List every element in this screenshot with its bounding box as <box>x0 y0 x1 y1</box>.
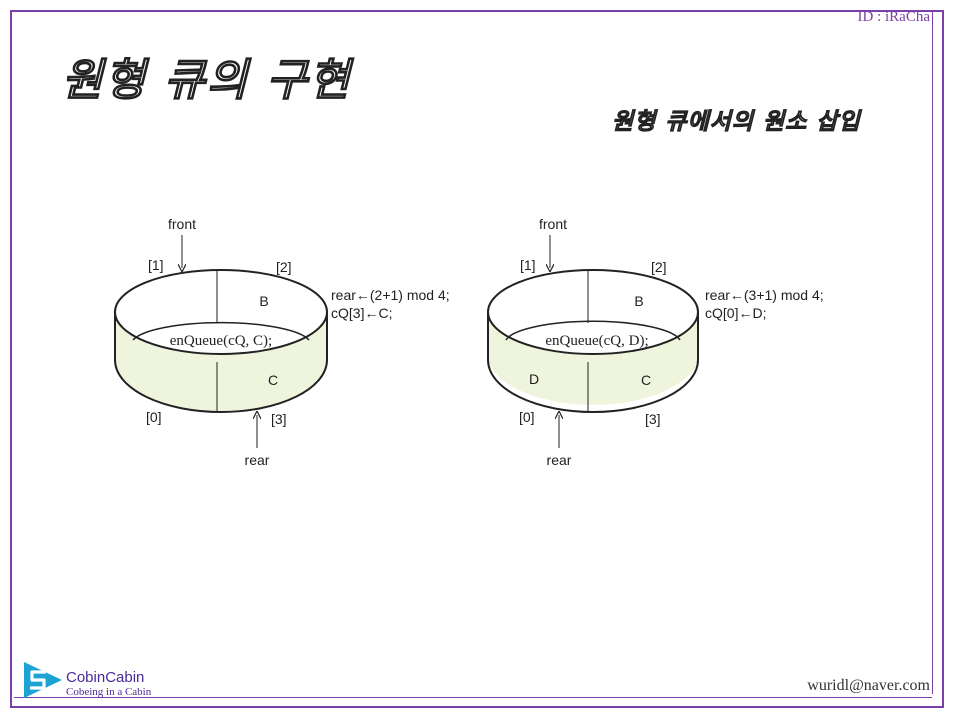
right-queue-inner-rim <box>505 320 681 341</box>
right-queue-band <box>488 312 698 405</box>
left-cell-b: B <box>259 293 268 309</box>
left-operation-1: rear←(2+1) mod 4; <box>331 287 450 303</box>
left-index-3: [3] <box>271 411 287 427</box>
slide-id-label: ID : iRaCha <box>857 9 931 25</box>
left-rear-label: rear <box>245 452 270 468</box>
right-cell-b: B <box>634 293 643 309</box>
left-cell-c: C <box>268 372 278 388</box>
right-cell-d: D <box>529 371 539 387</box>
left-queue-inner-rim <box>132 321 310 341</box>
frame-divider-horizontal <box>14 697 932 698</box>
footer-email: wuridl@naver.com <box>807 677 930 694</box>
right-index-0: [0] <box>519 409 535 425</box>
right-cell-c: C <box>641 372 651 388</box>
right-operation-1: rear←(3+1) mod 4; <box>705 287 824 303</box>
slide-frame <box>10 10 944 708</box>
footer-brand-tagline: Cobeing in a Cabin <box>66 686 152 698</box>
right-queue: front [1] [2] [0] [3] B C D enQueue(cQ, … <box>487 216 824 468</box>
left-operation-2: cQ[3]←C; <box>331 305 392 321</box>
right-index-1: [1] <box>520 257 536 273</box>
left-index-1: [1] <box>148 257 164 273</box>
left-front-label: front <box>168 216 196 232</box>
cobincabin-logo-icon <box>24 662 62 698</box>
right-front-label: front <box>539 216 567 232</box>
page-title: 원형 큐의 구현 <box>61 54 352 106</box>
right-operation-2: cQ[0]←D; <box>705 305 766 321</box>
footer-brand-name: CobinCabin <box>66 669 145 686</box>
right-index-3: [3] <box>645 411 661 427</box>
left-queue: front [1] [2] [0] [3] B C enQueue(cQ, C)… <box>114 216 450 468</box>
right-enqueue-call: enQueue(cQ, D); <box>545 333 648 349</box>
right-queue-bottom-rim <box>487 359 699 413</box>
left-queue-bottom-rim <box>114 359 328 413</box>
page-subtitle: 원형 큐에서의 원소 삽입 <box>612 109 861 136</box>
right-rear-label: rear <box>547 452 572 468</box>
left-enqueue-call: enQueue(cQ, C); <box>170 333 272 349</box>
right-index-2: [2] <box>651 259 667 275</box>
frame-divider-vertical <box>932 12 933 694</box>
left-index-2: [2] <box>276 259 292 275</box>
left-index-0: [0] <box>146 409 162 425</box>
left-queue-band <box>115 312 327 412</box>
